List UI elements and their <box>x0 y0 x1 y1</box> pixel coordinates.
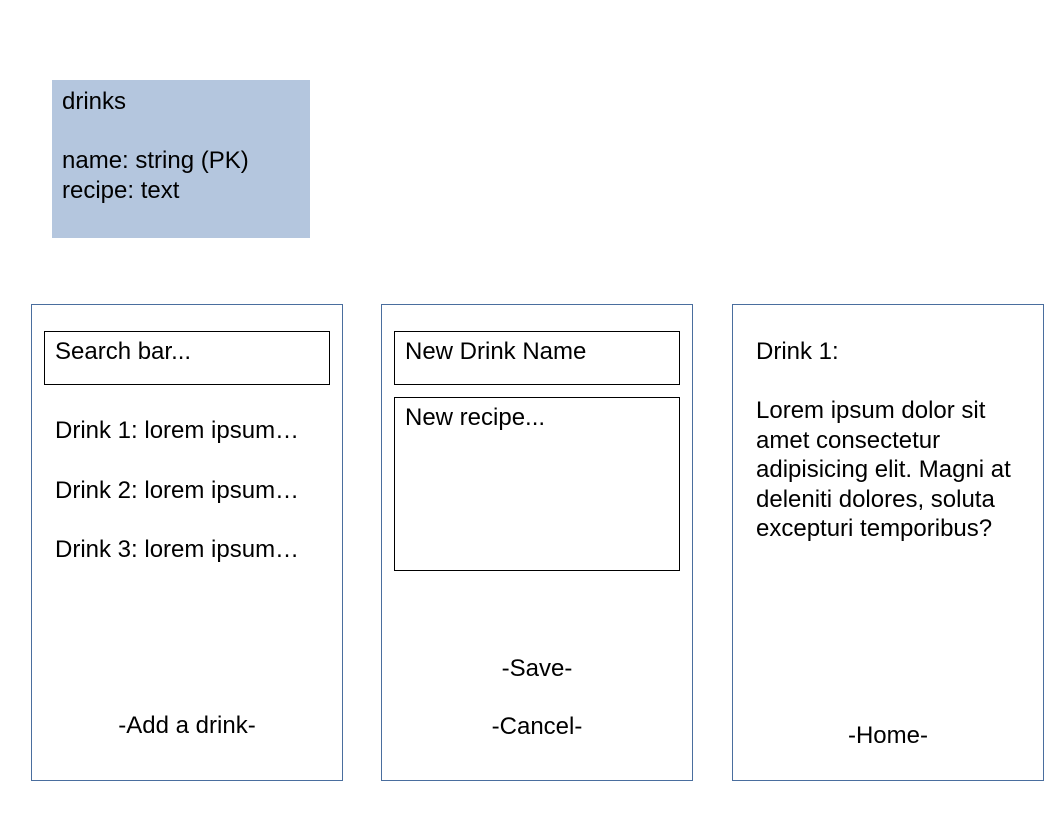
new-drink-screen: New Drink Name New recipe... -Save- -Can… <box>381 304 693 781</box>
schema-field-recipe: recipe: text <box>62 176 180 204</box>
schema-field-name: name: string (PK) <box>62 147 249 174</box>
home-button[interactable]: -Home- <box>847 722 928 749</box>
new-recipe-field[interactable]: New recipe... <box>394 397 680 571</box>
drink-list-item[interactable]: Drink 1: lorem ipsum… <box>55 417 300 444</box>
drink-list-screen: Search bar... Drink 1: lorem ipsum… Drin… <box>31 304 343 781</box>
save-button[interactable]: -Save- <box>501 655 573 682</box>
drink-list-item[interactable]: Drink 2: lorem ipsum… <box>55 476 300 504</box>
cancel-button[interactable]: -Cancel- <box>491 713 583 740</box>
new-drink-name-field[interactable]: New Drink Name <box>394 331 680 385</box>
add-drink-button[interactable]: -Add a drink- <box>118 712 256 739</box>
search-bar[interactable]: Search bar... <box>44 331 330 385</box>
drink-list-item[interactable]: Drink 3: lorem ipsum… <box>55 536 300 563</box>
drink-list: Drink 1: lorem ipsum… Drink 2: lorem ips… <box>55 416 320 595</box>
schema-table-name: drinks <box>62 88 127 115</box>
drink-recipe-text: Lorem ipsum dolor sit amet consectetur a… <box>756 397 1011 542</box>
drink-detail-title: Drink 1: <box>756 338 839 365</box>
drinks-table-schema: drinks name: string (PK) recipe: text <box>52 80 310 238</box>
drink-detail-screen: Drink 1: Lorem ipsum dolor sit amet cons… <box>732 304 1044 781</box>
